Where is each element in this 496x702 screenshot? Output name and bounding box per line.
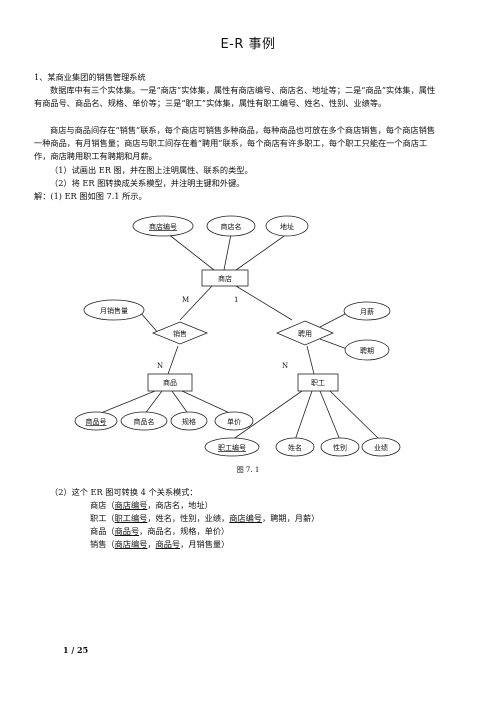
entity-staff [297, 373, 339, 392]
attr-term-label: 聘期 [360, 346, 374, 355]
attr-goods-no [74, 411, 118, 431]
entity-goods-label: 商品 [163, 378, 177, 387]
pk-staff-no: 职工编号 [114, 513, 148, 523]
attr-staff-no-label: 职工编号 [218, 443, 246, 452]
answer-line: 解：(1) ER 图如图 7.1 所示。 [34, 191, 147, 201]
schema-goods: 商品（商品号，商品名，规格，单价） [90, 526, 230, 536]
attr-goods-name [120, 411, 168, 431]
pk-sale-store-no: 商店编号 [114, 539, 148, 549]
attr-spec [170, 411, 208, 431]
attr-price [214, 411, 254, 431]
relation-sale [151, 321, 209, 345]
figure-caption: 图 7. 1 [237, 466, 260, 474]
attr-store-no-label: 商店编号 [149, 222, 177, 231]
schema-sale: 销售（商店编号，商品号，月销售量） [90, 539, 230, 549]
pk-sale-goods-no: 商品号 [155, 539, 181, 549]
pk-store-no: 商店编号 [114, 500, 148, 510]
attr-address [265, 215, 309, 237]
connector-lines [95, 229, 381, 441]
attr-price-label: 单价 [227, 417, 241, 426]
question-1: （1）试画出 ER 图，并在图上注明属性、联系的类型。 [50, 165, 253, 175]
cardinality-n-staff: N [282, 362, 288, 370]
pk-goods-no: 商品号 [114, 526, 140, 536]
cardinality-one: 1 [234, 296, 238, 304]
schema-intro: （2）这个 ER 图可转换 4 个关系模式： [50, 487, 198, 497]
entity-store [201, 269, 249, 287]
attr-goods-no-label: 商品号 [86, 417, 107, 426]
schema-store: 商店（商店编号，商店名，地址） [90, 500, 213, 510]
schema-staff: 职工（职工编号，姓名，性别，业绩，商店编号，聘期，月薪） [90, 513, 320, 523]
attr-monthly-sales [83, 299, 145, 321]
relation-hire [275, 320, 335, 346]
attr-performance-label: 业绩 [374, 443, 388, 452]
attr-monthly-salary-label: 月薪 [360, 307, 374, 316]
attr-performance [361, 437, 401, 457]
cardinality-m: M [182, 296, 189, 304]
relation-sale-label: 销售 [173, 329, 187, 338]
page-number: 1 / 25 [63, 645, 89, 655]
page-title: E-R 事例 [220, 37, 276, 52]
entity-staff-label: 职工 [311, 379, 325, 387]
attr-store-name-label: 商店名 [221, 222, 242, 231]
attr-goods-name-label: 商品名 [134, 417, 155, 426]
attr-staff-name-label: 姓名 [288, 443, 302, 452]
attr-term [344, 339, 390, 361]
question-2: （2）将 ER 图转换成关系模型，并注明主键和外键。 [50, 178, 245, 188]
entity-store-label: 商店 [218, 274, 232, 283]
attr-store-name [206, 215, 256, 237]
problem-paragraph-1: 数据库中有三个实体集。一是“商店”实体集，属性有商店编号、商店名、地址等；二是“… [34, 85, 436, 109]
problem-paragraph-2: 商店与商品间存在“销售”联系，每个商店可销售多种商品，每种商品也可放在多个商店销… [34, 125, 435, 162]
attr-store-no [132, 215, 194, 237]
attr-monthly-sales-label: 月销售量 [100, 306, 128, 315]
cardinality-n-goods: N [157, 362, 163, 370]
relation-hire-label: 聘用 [298, 329, 312, 338]
attr-address-label: 地址 [280, 222, 294, 231]
fk-store-no: 商店编号 [229, 513, 262, 523]
attr-monthly-salary [343, 301, 391, 321]
problem-heading: 1、某商业集团的销售管理系统 [34, 72, 146, 82]
attr-staff-name [275, 437, 315, 457]
attr-gender-label: 性别 [333, 443, 347, 452]
entity-goods [147, 373, 193, 392]
attr-gender [320, 437, 360, 457]
attr-staff-no [204, 437, 260, 457]
attr-spec-label: 规格 [182, 417, 196, 426]
